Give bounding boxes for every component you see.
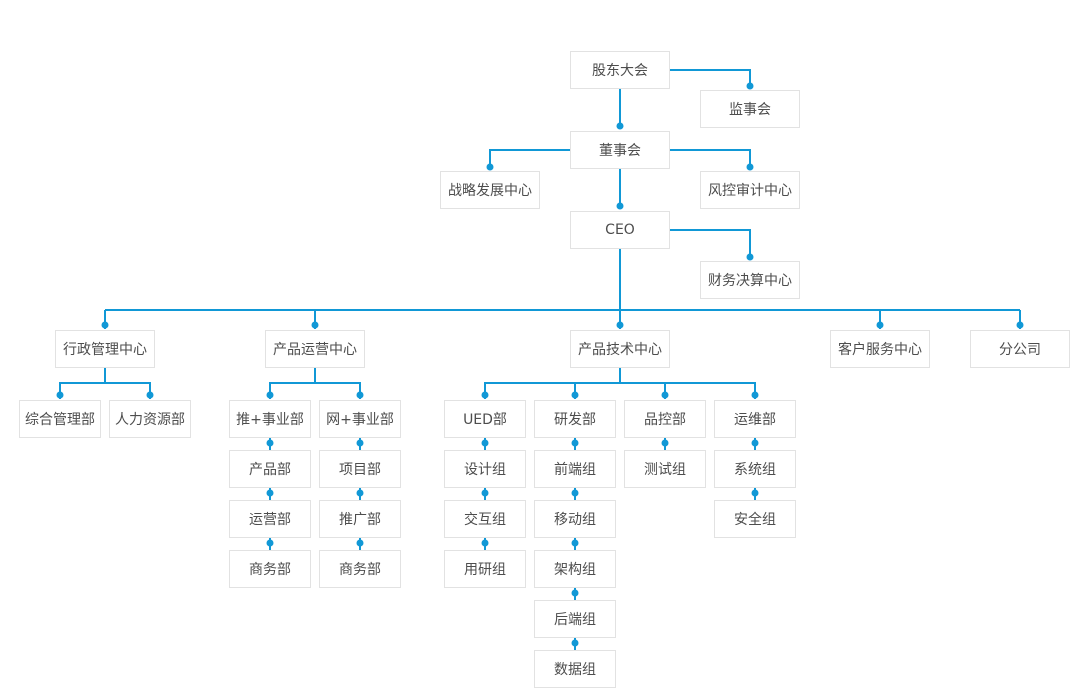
node-wang-business-dept: 网+事业部: [319, 400, 401, 438]
node-promotion-dept: 推广部: [319, 500, 401, 538]
node-frontend-group: 前端组: [534, 450, 616, 488]
connector-board-to-strategy: [489, 149, 570, 167]
node-board-of-directors: 董事会: [570, 131, 670, 169]
node-backend-group: 后端组: [534, 600, 616, 638]
node-supervisory-board: 监事会: [700, 90, 800, 128]
node-project-dept: 项目部: [319, 450, 401, 488]
node-user-research-group: 用研组: [444, 550, 526, 588]
node-operations-maintenance-dept: 运维部: [714, 400, 796, 438]
connector-admin-children: [59, 368, 151, 399]
node-quality-control-dept: 品控部: [624, 400, 706, 438]
connector-board-to-risk: [670, 149, 751, 167]
node-product-technology-center: 产品技术中心: [570, 330, 670, 368]
node-product-operation-center: 产品运营中心: [265, 330, 365, 368]
node-data-group: 数据组: [534, 650, 616, 688]
node-rd-dept: 研发部: [534, 400, 616, 438]
node-architecture-group: 架构组: [534, 550, 616, 588]
node-admin-management-center: 行政管理中心: [55, 330, 155, 368]
connector-trunk-stubs: [104, 310, 1021, 329]
connector-dots: [56, 82, 1024, 647]
connector-ceo-to-finance: [670, 229, 751, 257]
node-operation-dept: 运营部: [229, 500, 311, 538]
node-general-management-dept: 综合管理部: [19, 400, 101, 438]
node-shareholders-meeting: 股东大会: [570, 51, 670, 89]
connector-operation-children: [269, 368, 361, 399]
node-business-dept-2: 商务部: [319, 550, 401, 588]
node-product-dept: 产品部: [229, 450, 311, 488]
node-testing-group: 测试组: [624, 450, 706, 488]
node-ued-dept: UED部: [444, 400, 526, 438]
node-business-dept-1: 商务部: [229, 550, 311, 588]
connector-technology-children: [484, 368, 756, 399]
node-financial-settlement-center: 财务决算中心: [700, 261, 800, 299]
node-human-resources-dept: 人力资源部: [109, 400, 191, 438]
node-interaction-group: 交互组: [444, 500, 526, 538]
node-strategic-development-center: 战略发展中心: [440, 171, 540, 209]
connector-shareholders-to-supervisory: [670, 69, 751, 86]
node-mobile-group: 移动组: [534, 500, 616, 538]
node-customer-service-center: 客户服务中心: [830, 330, 930, 368]
node-tui-business-dept: 推+事业部: [229, 400, 311, 438]
node-security-group: 安全组: [714, 500, 796, 538]
node-design-group: 设计组: [444, 450, 526, 488]
node-risk-audit-center: 风控审计中心: [700, 171, 800, 209]
node-ceo: CEO: [570, 211, 670, 249]
node-branch-company: 分公司: [970, 330, 1070, 368]
node-system-group: 系统组: [714, 450, 796, 488]
